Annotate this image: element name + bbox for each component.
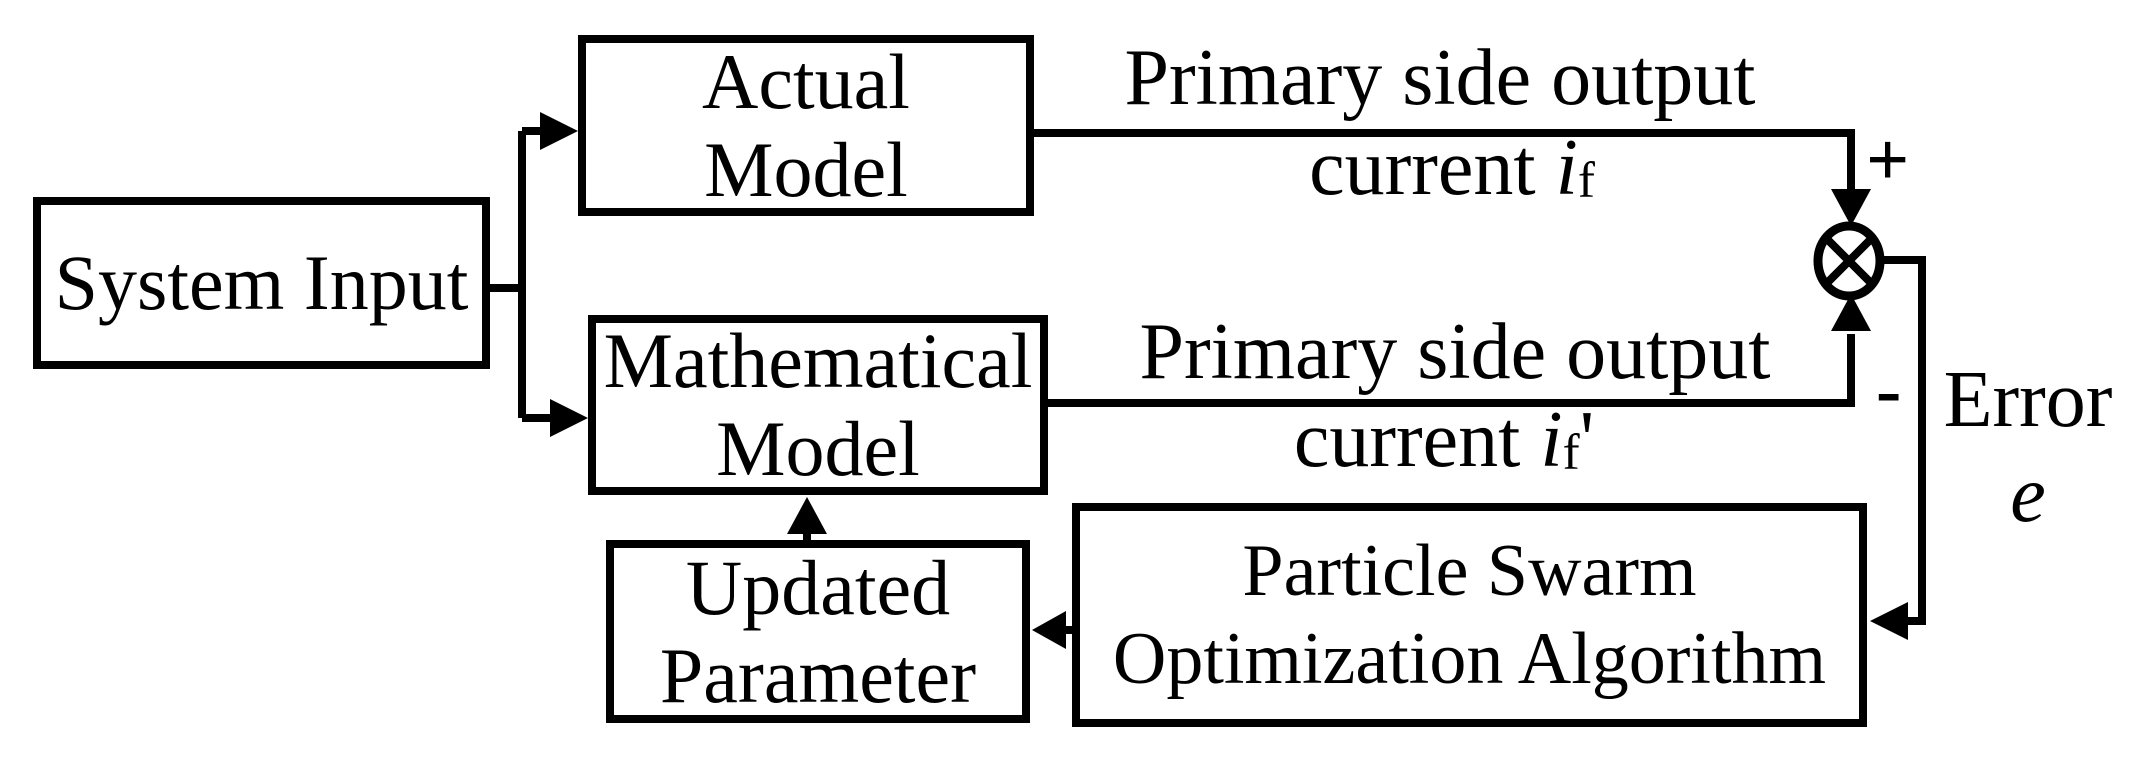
actual-output-subscript-f: f <box>1577 152 1595 210</box>
arrowhead-into-junction-top <box>1831 189 1871 226</box>
pso-box: Particle Swarm Optimization Algorithm <box>1072 503 1867 727</box>
mathematical-model-label-line2: Model <box>716 405 920 492</box>
model-output-label-line1: Primary side output <box>1139 308 1771 396</box>
error-symbol-e: e <box>2010 451 2046 539</box>
system-input-label: System Input <box>54 239 469 326</box>
connector-actual-output <box>1034 129 1855 190</box>
actual-output-current-word: current <box>1309 124 1556 212</box>
updated-parameter-label-line1: Updated <box>685 543 951 631</box>
summing-junction-icon <box>1813 221 1885 301</box>
actual-model-box: Actual Model <box>578 35 1034 216</box>
updated-parameter-box: Updated Parameter <box>606 540 1030 723</box>
arrowhead-into-updated-parameter <box>1032 611 1066 649</box>
actual-model-label-line2: Model <box>704 125 908 213</box>
model-output-prime-mark: ' <box>1579 396 1595 484</box>
arrowhead-into-model-bottom <box>787 497 827 534</box>
arrowhead-into-mathematical-model <box>550 399 588 437</box>
minus-sign: - <box>1876 348 1902 432</box>
updated-parameter-label-line2: Parameter <box>659 631 977 719</box>
model-output-subscript-f: f <box>1562 424 1580 482</box>
system-input-box: System Input <box>33 197 490 369</box>
arrowhead-into-actual-model <box>540 112 578 150</box>
model-output-symbol-i: i <box>1540 396 1563 484</box>
connector-model-output <box>1048 334 1855 407</box>
error-label: Error <box>1943 356 2113 444</box>
pso-label-line1: Particle Swarm <box>1242 530 1697 612</box>
actual-output-label-line1: Primary side output <box>1124 34 1756 122</box>
actual-output-label-line2: current if <box>1052 128 1852 208</box>
model-output-current-word: current <box>1293 396 1541 484</box>
arrowhead-into-junction-bottom <box>1831 294 1871 331</box>
pso-label-line2: Optimization Algorithm <box>1112 618 1827 700</box>
connector-system-input-branch <box>487 127 550 422</box>
plus-sign: + <box>1866 118 1910 202</box>
arrowhead-into-pso <box>1870 602 1908 640</box>
actual-output-symbol-i: i <box>1555 124 1578 212</box>
mathematical-model-box: Mathematical Model <box>588 315 1048 495</box>
mathematical-model-label-line1: Mathematical <box>603 317 1033 404</box>
model-output-label-line2: current if' <box>1044 400 1844 480</box>
actual-model-label-line1: Actual <box>702 37 910 125</box>
connector-error-feedback <box>1880 256 1926 625</box>
